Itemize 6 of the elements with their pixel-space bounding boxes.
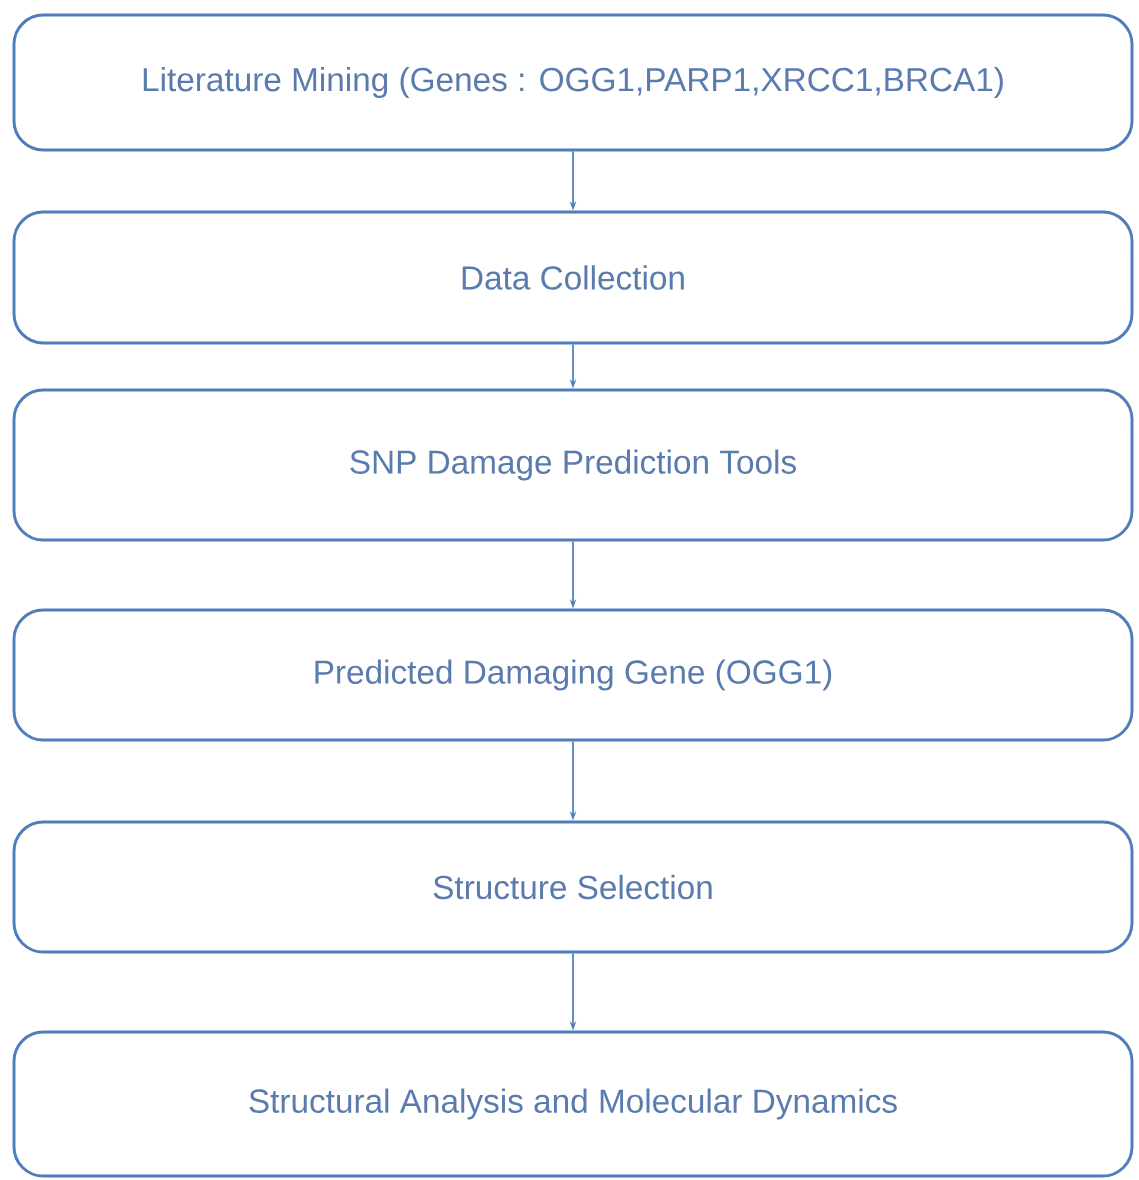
process-box: SNP Damage Prediction Tools [12,388,1134,542]
process-box: Predicted Damaging Gene (OGG1) [12,608,1134,742]
process-box: Structural Analysis and Molecular Dynamics [12,1030,1134,1178]
process-box: Literature Mining (Genes : OGG1,PARP1,XRCC1,BRCA1) [12,13,1134,152]
process-box: Data Collection [12,210,1134,345]
process-box: Structure Selection [12,820,1134,954]
